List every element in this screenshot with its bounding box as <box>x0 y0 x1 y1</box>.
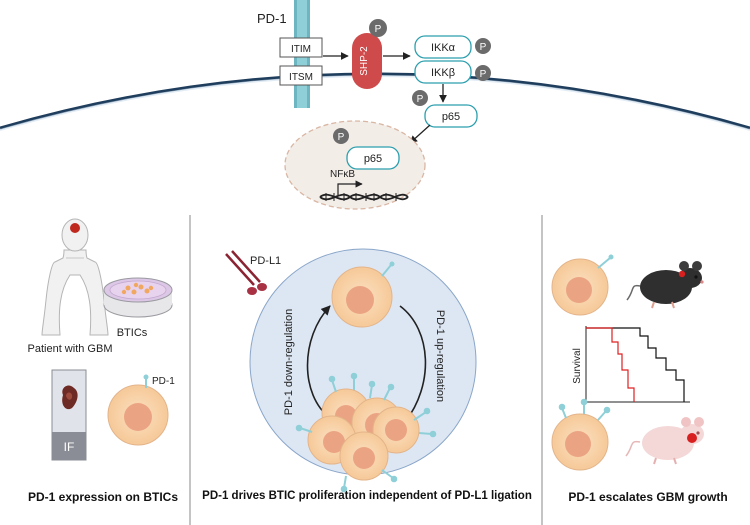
ligand-label: PD-L1 <box>250 255 281 267</box>
ikkb-box <box>414 60 472 84</box>
dna-helix-icon <box>319 193 409 201</box>
shp2-pill <box>352 33 382 89</box>
up-regulation-label: PD-1 up-regulation <box>434 310 446 402</box>
svg-text:P: P <box>417 94 424 105</box>
survival-curve-low <box>586 327 635 402</box>
phospho-ikkb <box>475 65 491 81</box>
mouse-pale-icon <box>625 417 704 465</box>
survival-curve-high <box>586 327 685 402</box>
left-panel-title: PD-1 expression on BTICs <box>27 490 179 504</box>
p65-cyto-label: p65 <box>442 111 460 123</box>
survival-axis-label: Survival <box>572 348 583 384</box>
phospho-shp2 <box>369 19 387 37</box>
itim-label: ITIM <box>291 44 311 55</box>
dish-label: BTICs <box>117 327 148 339</box>
patient-label: Patient with GBM <box>28 343 113 355</box>
phospho-p65-cyto <box>412 90 428 106</box>
itim-box <box>279 37 323 58</box>
middle-panel-title: PD-1 drives BTIC proliferation independe… <box>202 490 532 502</box>
down-regulation-label: PD-1 down-regulation <box>283 309 295 415</box>
cell-receptor-label: PD-1 <box>152 376 175 387</box>
if-label: IF <box>64 440 75 454</box>
survival-plot <box>585 326 690 403</box>
mouse-dark-icon <box>626 261 704 309</box>
btic-cell-high-pd1 <box>551 398 611 471</box>
p65-nuc-box <box>346 146 400 170</box>
btic-cell-low-pd1 <box>551 254 614 316</box>
svg-text:P: P <box>480 42 487 53</box>
btic-cell-left <box>107 374 169 446</box>
phospho-p65-nuc <box>333 128 349 144</box>
svg-text:P: P <box>480 69 487 80</box>
svg-text:P: P <box>338 132 345 143</box>
p65-cyto-box <box>424 104 478 128</box>
phospho-ikka <box>475 38 491 54</box>
itsm-label: ITSM <box>289 72 313 83</box>
svg-text:P: P <box>375 24 382 35</box>
petri-dish-icon <box>103 277 173 318</box>
tumor-marker <box>70 223 80 233</box>
p65-nuc-label: p65 <box>364 153 382 165</box>
shp2-label: SHP-2 <box>359 46 370 76</box>
btic-cell-cluster <box>295 372 437 493</box>
down-regulation-arrow <box>306 305 331 419</box>
ikkb-label: IKKβ <box>431 67 455 79</box>
btic-cell-top <box>331 261 395 328</box>
itsm-box <box>279 65 323 86</box>
pdl1-ligand-icon <box>225 250 267 295</box>
if-slide-icon <box>51 369 87 461</box>
patient-figure-icon <box>41 218 109 336</box>
pd1-receptor-label: PD-1 <box>257 11 287 26</box>
right-panel-title: PD-1 escalates GBM growth <box>568 490 728 504</box>
nfkb-label: NFκB <box>330 169 355 180</box>
ikka-box <box>414 35 472 59</box>
up-regulation-arrow <box>399 305 427 423</box>
ikka-label: IKKα <box>431 42 456 54</box>
